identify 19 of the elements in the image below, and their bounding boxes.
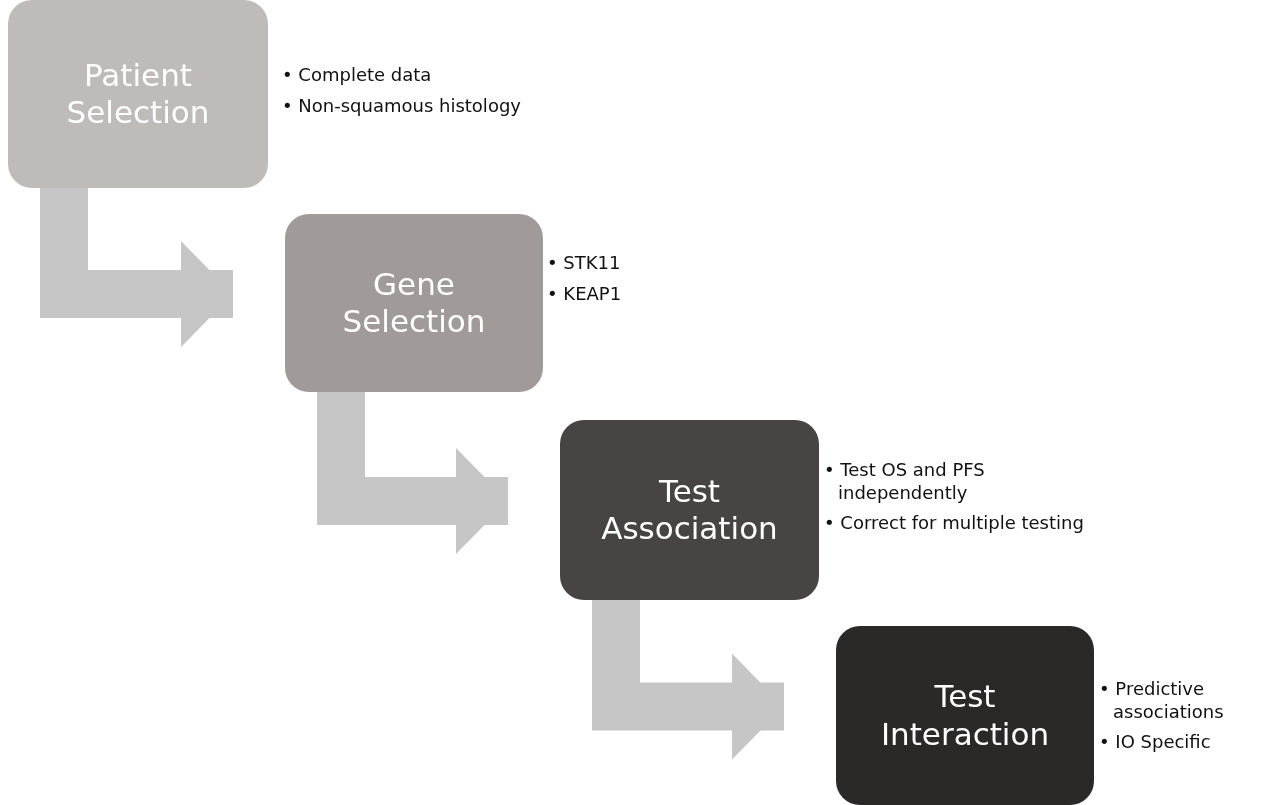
process-box	[560, 420, 819, 600]
step-title: Test Interaction	[879, 678, 1051, 753]
bullet-item: • KEAP1	[547, 282, 623, 305]
step-title: Gene Selection	[341, 265, 487, 341]
bullet-item: • Predictive associations	[1099, 678, 1225, 723]
process-box	[836, 626, 1094, 805]
bent-arrow	[40, 188, 233, 348]
bullet-item: • Correct for multiple testing	[824, 512, 1085, 535]
bullet-item: • STK11	[547, 252, 622, 275]
bullet-item: • Non-squamous histology	[282, 94, 522, 117]
process-box	[8, 0, 268, 188]
bullet-item: • Complete data	[282, 64, 433, 87]
step-title: Patient Selection	[65, 56, 211, 132]
process-box	[285, 214, 543, 392]
step-title: Test Association	[600, 472, 779, 548]
bullet-item: • Test OS and PFS independently	[824, 459, 986, 504]
bent-arrow	[592, 600, 784, 760]
bullet-item: • IO Specific	[1099, 731, 1212, 754]
bent-arrow	[317, 392, 508, 554]
